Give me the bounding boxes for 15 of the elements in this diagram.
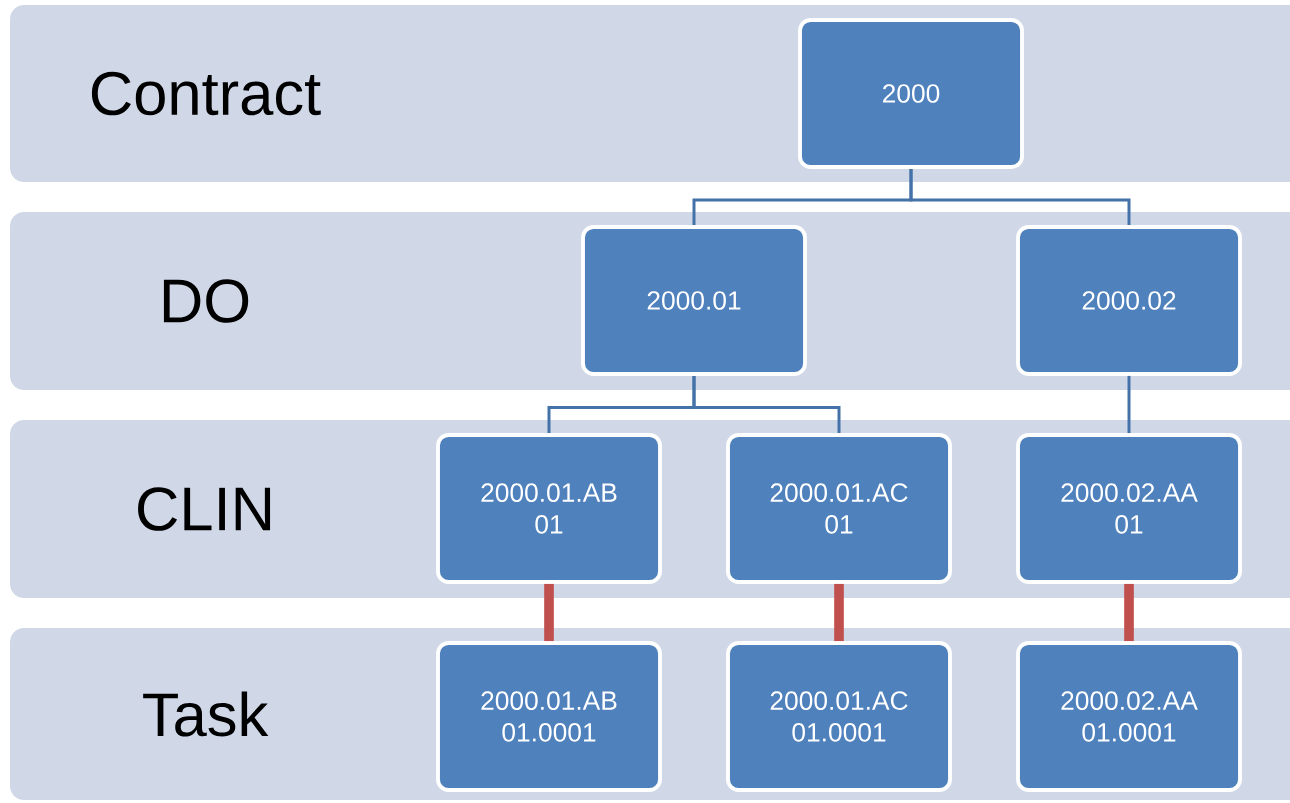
box: 2000.01.AB 01.0001 <box>436 641 662 792</box>
connector-line <box>1124 583 1134 642</box>
connector-line <box>692 375 841 434</box>
connector-line <box>834 583 844 642</box>
box: 2000.01.AC 01 <box>726 433 952 584</box>
connector-line <box>1127 375 1131 434</box>
connector-line <box>909 168 1131 226</box>
box: 2000.01.AC 01.0001 <box>726 641 952 792</box>
box: 2000.01 <box>581 225 807 376</box>
box: 2000.01.AB 01 <box>436 433 662 584</box>
box: 2000.02.AA 01 <box>1016 433 1242 584</box>
box: 2000.02.AA 01.0001 <box>1016 641 1242 792</box>
box: 2000.02 <box>1016 225 1242 376</box>
connector-line <box>544 583 554 642</box>
box: 2000 <box>798 18 1024 169</box>
